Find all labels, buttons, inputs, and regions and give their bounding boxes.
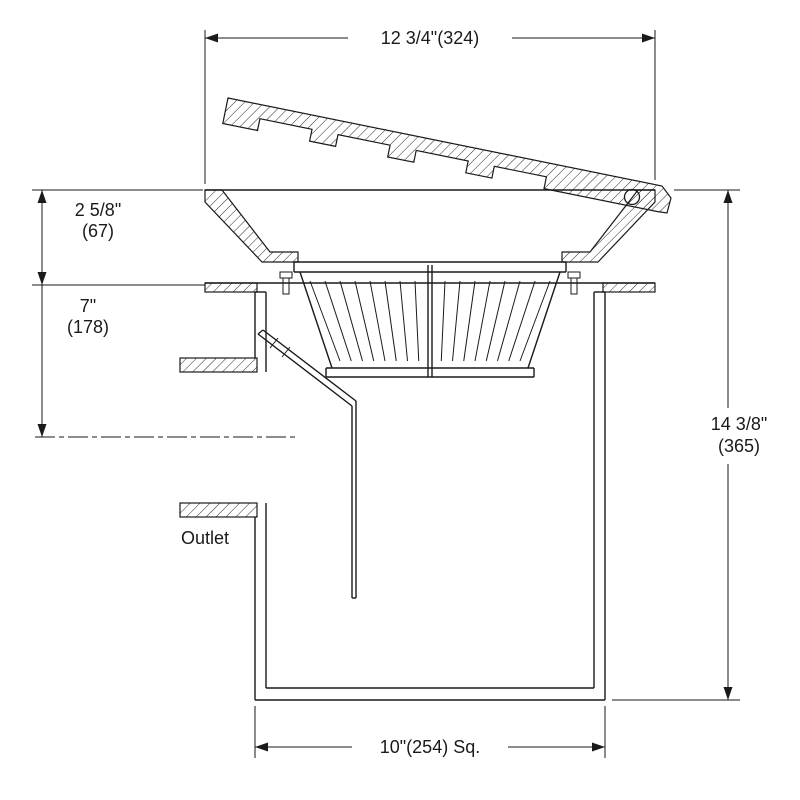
strainer-basket: [293, 261, 567, 378]
basket-slots: [309, 280, 551, 362]
outlet-centerline-in-label: 7": [80, 296, 96, 316]
overall-height-in-label: 14 3/8": [711, 414, 767, 434]
dimension-overall-height: 14 3/8" (365): [612, 189, 767, 701]
dimension-top-width: 12 3/4"(324): [204, 28, 656, 184]
base-width-label: 10"(254) Sq.: [380, 737, 480, 757]
top-frame-rim: [204, 189, 656, 263]
outlet-pipe: Outlet: [179, 357, 258, 548]
dimension-base-width: 10"(254) Sq.: [254, 706, 606, 758]
outlet-label: Outlet: [181, 528, 229, 548]
bolt-left: [279, 271, 293, 295]
sump-body: [254, 291, 606, 701]
outlet-centerline-mm-label: (178): [67, 317, 109, 337]
top-width-label: 12 3/4"(324): [381, 28, 479, 48]
rim-depth-mm-label: (67): [82, 221, 114, 241]
overall-height-mm-label: (365): [718, 436, 760, 456]
deck-flange: [204, 271, 656, 295]
hinged-cover-cross-section: [222, 97, 672, 214]
dimension-left-stack: 2 5/8" (67) 7" (178): [32, 189, 205, 437]
bolt-right: [567, 271, 581, 295]
rim-depth-in-label: 2 5/8": [75, 200, 121, 220]
internal-flap: [257, 329, 357, 599]
